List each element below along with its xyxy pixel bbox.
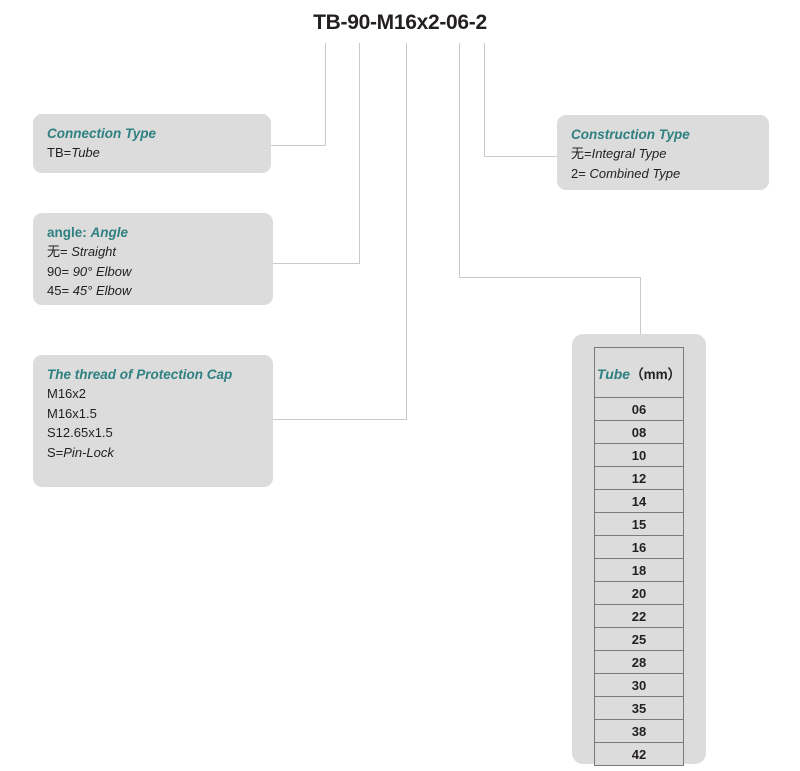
callout-connection-type-row-value: Tube [71, 145, 100, 160]
tube-size-table-header-name: Tube [596, 365, 631, 382]
tube-size-cell: 25 [594, 627, 684, 651]
callout-connection-type-heading-text: Connection Type [47, 126, 157, 141]
table-row: 12 [594, 466, 684, 490]
tube-size-cell: 20 [594, 581, 684, 605]
tube-size-cell: 12 [594, 466, 684, 490]
callout-construction-type-row-integral-key: 无= [571, 146, 592, 161]
table-row: 08 [594, 420, 684, 444]
tube-size-cell: 28 [594, 650, 684, 674]
callout-construction-type-row-integral: 无=Integral Type [571, 144, 769, 164]
callout-protection-cap-thread-row-pinlock-value: Pin-Lock [63, 444, 114, 460]
callout-protection-cap-thread-row-pinlock-key: S= [47, 444, 64, 460]
callout-angle-row-90: 90= 90° Elbow [47, 262, 273, 282]
callout-connection-type: Connection Type TB=Tube [33, 114, 271, 173]
callout-protection-cap-thread-heading-text: The thread of Protection Cap [47, 367, 233, 382]
callout-protection-cap-thread-row-m16x2: M16x2 [47, 384, 273, 404]
callout-protection-cap-thread-row-m16x2-key: M16x2 [47, 386, 87, 401]
callout-angle-row-45-value: 45° Elbow [72, 283, 132, 298]
callout-protection-cap-thread-heading: The thread of Protection Cap [47, 365, 273, 384]
callout-protection-cap-thread-row-m16x15-key: M16x1.5 [47, 405, 97, 421]
table-row: 10 [594, 443, 684, 467]
leader-line-thread-horizontal [272, 419, 407, 420]
tube-size-cell: 14 [594, 489, 684, 513]
table-row: 18 [594, 558, 684, 582]
tube-size-table: Tube（mm） 06 08 10 12 14 15 16 18 20 22 2… [594, 347, 684, 766]
leader-line-tube-horizontal [459, 277, 641, 278]
table-row: 14 [594, 489, 684, 513]
tube-size-cell: 08 [594, 420, 684, 444]
callout-angle-row-straight-key: 无= [47, 244, 68, 259]
tube-size-cell: 22 [594, 604, 684, 628]
callout-construction-type-row-combined-key: 2= [571, 165, 586, 181]
callout-angle-heading: angle: Angle [47, 223, 273, 242]
table-row-header: Tube（mm） [594, 347, 684, 398]
callout-angle-heading-prefix: angle: [47, 225, 87, 240]
callout-angle-heading-text: Angle [90, 225, 129, 240]
tube-size-cell: 38 [594, 719, 684, 743]
tube-size-cell: 18 [594, 558, 684, 582]
callout-protection-cap-thread-row-s1265x15-key: S12.65x1.5 [47, 425, 113, 440]
callout-angle-row-straight-value: Straight [71, 244, 117, 259]
table-row: 15 [594, 512, 684, 536]
callout-angle: angle: Angle 无= Straight 90= 90° Elbow 4… [33, 213, 273, 305]
callout-connection-type-row: TB=Tube [47, 143, 271, 163]
callout-connection-type-row-key: TB= [47, 145, 72, 160]
table-row: 25 [594, 627, 684, 651]
table-row: 35 [594, 696, 684, 720]
leader-line-angle-horizontal [272, 263, 360, 264]
callout-protection-cap-thread-row-m16x15: M16x1.5 [47, 404, 273, 424]
callout-angle-row-45: 45= 45° Elbow [47, 281, 273, 301]
tube-size-cell: 15 [594, 512, 684, 536]
callout-construction-type: Construction Type 无=Integral Type 2= Com… [557, 115, 769, 190]
callout-construction-type-row-combined: 2= Combined Type [571, 164, 769, 184]
tube-size-cell: 10 [594, 443, 684, 467]
table-row: 30 [594, 673, 684, 697]
callout-construction-type-heading-text: Construction Type [571, 127, 690, 142]
table-row: 28 [594, 650, 684, 674]
leader-line-angle-vertical [359, 43, 360, 264]
tube-size-card: Tube（mm） 06 08 10 12 14 15 16 18 20 22 2… [572, 334, 706, 766]
leader-line-connection-type-horizontal [270, 145, 326, 146]
tube-size-cell: 42 [594, 742, 684, 766]
part-number-title: TB-90-M16x2-06-2 [313, 11, 487, 34]
table-row: 42 [594, 742, 684, 766]
leader-line-thread-vertical [406, 43, 407, 420]
callout-construction-type-row-integral-value: Integral Type [591, 146, 667, 161]
tube-size-cell: 35 [594, 696, 684, 720]
table-row: 06 [594, 397, 684, 421]
leader-line-tube-vertical [459, 43, 460, 278]
table-row: 20 [594, 581, 684, 605]
callout-construction-type-row-combined-value: Combined Type [589, 165, 681, 181]
callout-protection-cap-thread-row-s1265x15: S12.65x1.5 [47, 423, 273, 443]
callout-connection-type-heading: Connection Type [47, 124, 271, 143]
tube-size-cell: 16 [594, 535, 684, 559]
callout-construction-type-heading: Construction Type [571, 125, 769, 144]
callout-angle-row-90-key: 90= [47, 263, 70, 279]
leader-line-construction-vertical [484, 43, 485, 157]
table-row: 38 [594, 719, 684, 743]
callout-angle-row-45-key: 45= [47, 283, 70, 298]
callout-protection-cap-thread-row-pinlock: S=Pin-Lock [47, 443, 273, 463]
leader-line-construction-horizontal [484, 156, 558, 157]
tube-size-cell: 06 [594, 397, 684, 421]
tube-size-cell: 30 [594, 673, 684, 697]
tube-size-table-body: Tube（mm） 06 08 10 12 14 15 16 18 20 22 2… [594, 347, 684, 766]
callout-angle-row-straight: 无= Straight [47, 242, 273, 262]
callout-angle-row-90-value: 90° Elbow [72, 263, 132, 279]
callout-protection-cap-thread: The thread of Protection Cap M16x2 M16x1… [33, 355, 273, 487]
leader-line-tube-dropdown [640, 277, 641, 335]
tube-size-table-header-unit: （mm） [630, 366, 682, 382]
tube-size-table-header-cell: Tube（mm） [594, 347, 684, 398]
table-row: 22 [594, 604, 684, 628]
table-row: 16 [594, 535, 684, 559]
leader-line-connection-type-vertical [325, 43, 326, 145]
